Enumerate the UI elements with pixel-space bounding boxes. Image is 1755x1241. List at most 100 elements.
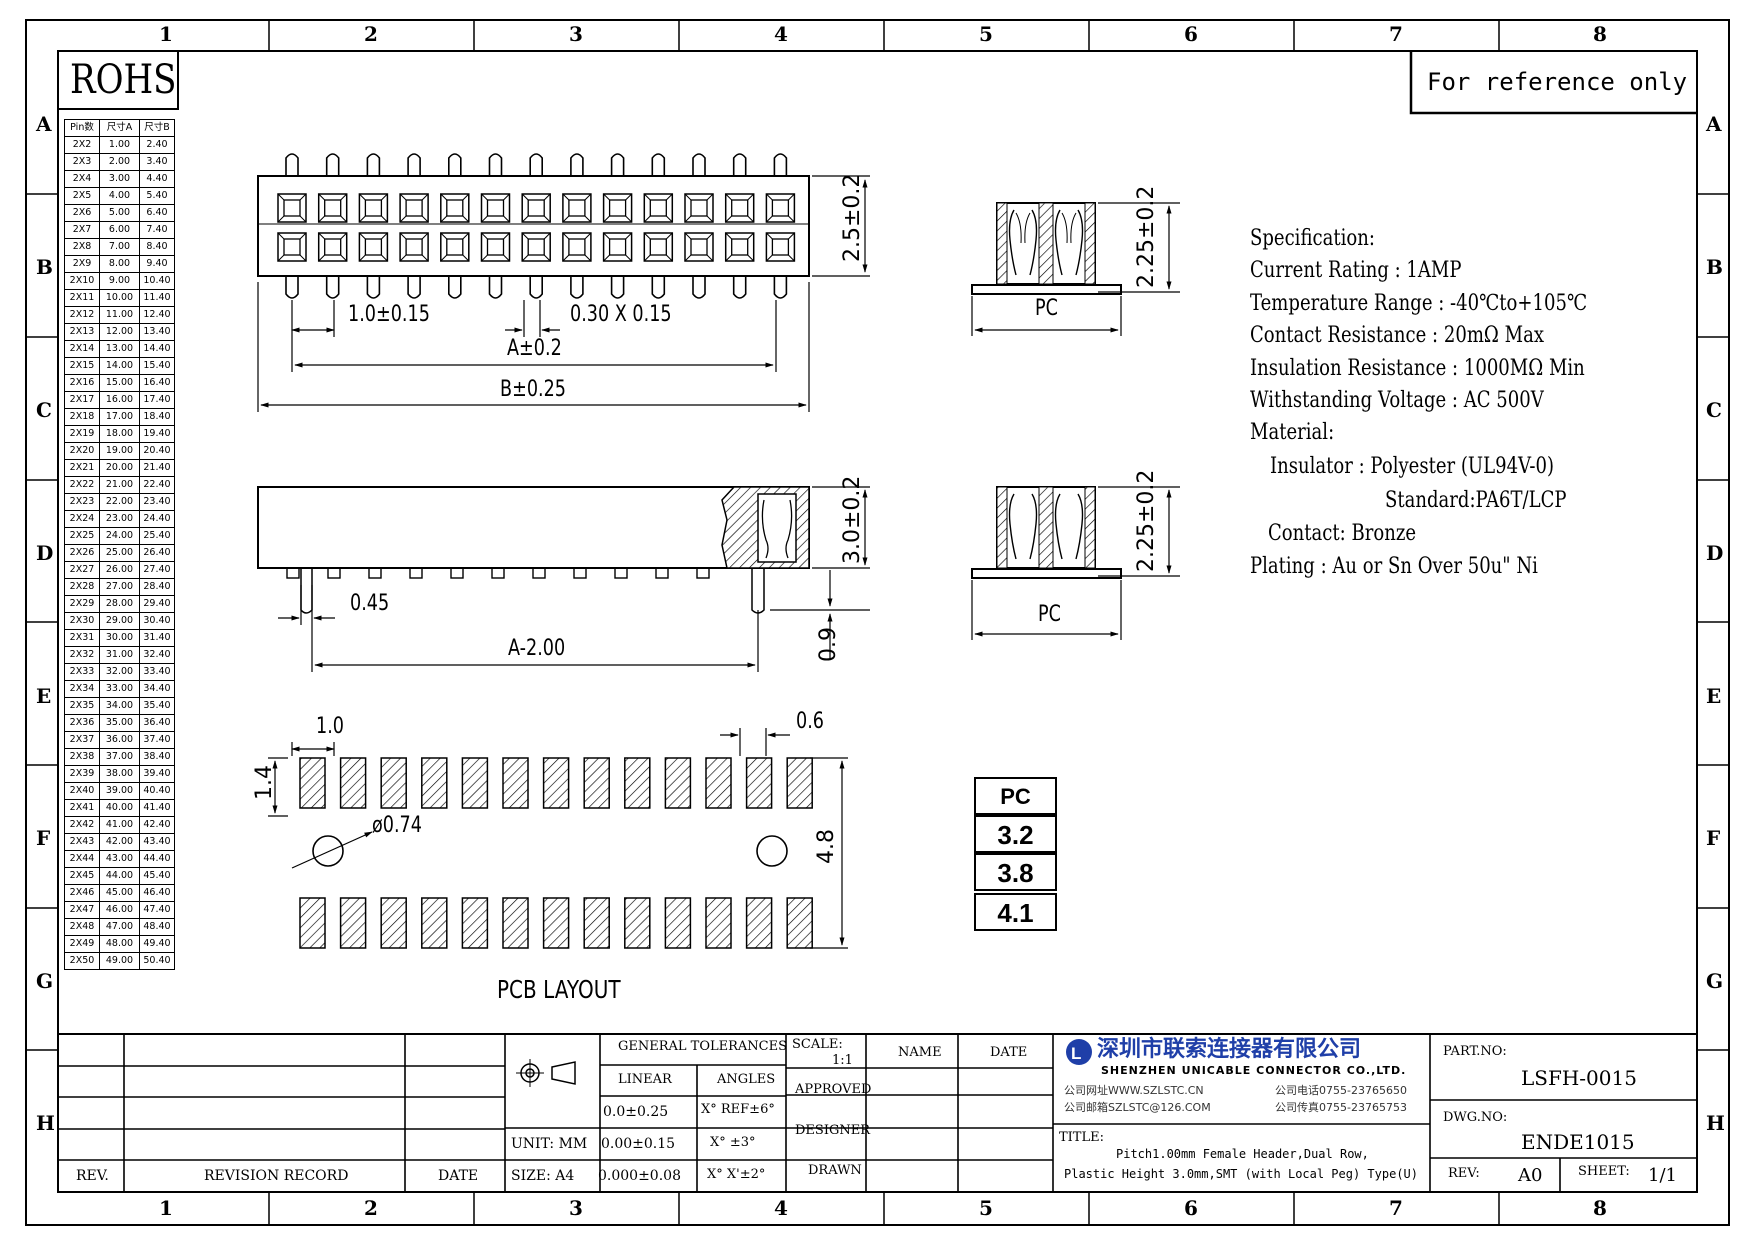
row-label: H <box>1706 1111 1725 1135</box>
smt-pin <box>655 567 669 579</box>
solder-pad <box>380 897 407 949</box>
solder-pad <box>339 897 367 949</box>
contact-cell <box>521 232 551 262</box>
table-cell: 2X36 <box>64 714 100 732</box>
contact-cell <box>480 232 511 262</box>
contact-cell-inner <box>568 238 586 256</box>
table-cell: 2X28 <box>64 578 100 596</box>
pin-tail-top <box>448 153 462 176</box>
table-cell: 31.00 <box>99 646 140 664</box>
column-label: 1 <box>159 1196 173 1220</box>
table-cell: 44.00 <box>99 867 140 885</box>
table-cell: 1.00 <box>99 136 140 154</box>
company-name-cn: 深圳市联索连接器有限公司 <box>1097 1037 1362 1062</box>
table-cell: 25.00 <box>99 544 140 562</box>
contact-cell <box>643 193 674 223</box>
cell-corner <box>684 232 692 240</box>
column-label: 5 <box>979 1196 993 1220</box>
row-label: D <box>36 541 54 565</box>
solder-pad <box>461 897 489 949</box>
cell-corner <box>359 232 366 240</box>
cell-corner <box>299 215 307 223</box>
header-side-view <box>257 486 870 672</box>
cell-corner <box>399 232 407 240</box>
table-cell: 2X18 <box>64 408 100 426</box>
table-cell: 42.00 <box>99 833 140 851</box>
table-cell: 29.00 <box>99 612 140 630</box>
table-cell: 4.40 <box>139 170 175 188</box>
cell-corner <box>277 232 285 240</box>
table-cell: 49.40 <box>139 935 175 953</box>
table-cell: 2X39 <box>64 765 100 783</box>
pin-tail-bottom <box>610 276 625 299</box>
rohs-label: ROHS <box>70 57 177 103</box>
table-cell: 36.40 <box>139 714 175 732</box>
column-label: 4 <box>774 1196 788 1220</box>
contact-cell-inner <box>324 199 342 217</box>
cell-corner <box>766 254 773 262</box>
cell-corner <box>521 215 529 223</box>
cell-corner <box>440 232 448 240</box>
drawing-title-line-1: Pitch1.00mm Female Header,Dual Row, <box>1116 1147 1369 1161</box>
dimension-hole-diameter: ø0.74 <box>372 813 422 838</box>
cell-corner <box>381 215 388 223</box>
smt-pin <box>286 567 300 579</box>
row-label: G <box>1706 969 1724 993</box>
pin-tail-top <box>366 153 381 176</box>
table-cell: 18.00 <box>99 425 140 443</box>
cell-corner <box>603 193 610 201</box>
dimension-standoff: 0.9 <box>816 627 841 662</box>
contact-cell <box>684 232 714 262</box>
solder-pad <box>421 757 448 809</box>
table-cell: 2X33 <box>64 663 100 681</box>
table-cell: 43.00 <box>99 850 140 868</box>
title-label: TITLE: <box>1059 1130 1104 1145</box>
pin-tail-bottom <box>448 276 462 299</box>
table-cell: 13.40 <box>139 323 175 341</box>
table-cell: 38.40 <box>139 748 175 766</box>
cell-corner <box>643 232 651 240</box>
table-cell: 26.40 <box>139 544 175 562</box>
table-cell: 2.40 <box>139 136 175 154</box>
dimension-pitch: 1.0±0.15 <box>348 302 430 327</box>
solder-pad <box>502 897 529 949</box>
pin-tail-bottom <box>692 276 706 299</box>
contact-cell <box>399 193 429 223</box>
cell-corner <box>766 215 773 223</box>
cell-corner <box>562 193 570 201</box>
angles-header: ANGLES <box>717 1072 776 1087</box>
cell-corner <box>340 215 348 223</box>
pin-tail-bottom <box>529 276 543 299</box>
cell-corner <box>706 215 714 223</box>
cell-corner <box>747 254 755 262</box>
size-label: SIZE: A4 <box>511 1168 575 1184</box>
table-cell: 37.00 <box>99 748 140 766</box>
pin-tail-top <box>773 153 788 176</box>
sheet-label: SHEET: <box>1578 1164 1630 1179</box>
dimension-b: B±0.25 <box>500 377 567 402</box>
table-cell: 2X29 <box>64 595 100 613</box>
date-header-2: DATE <box>990 1045 1028 1060</box>
cell-corner <box>562 254 570 262</box>
table-cell: 6.00 <box>99 221 140 239</box>
cell-corner <box>747 232 755 240</box>
pc-table-value: 3.2 <box>974 815 1057 853</box>
smt-pin <box>532 567 546 579</box>
table-cell: 2X27 <box>64 561 100 579</box>
table-cell: 33.00 <box>99 680 140 698</box>
pin-tail-top <box>570 153 584 176</box>
